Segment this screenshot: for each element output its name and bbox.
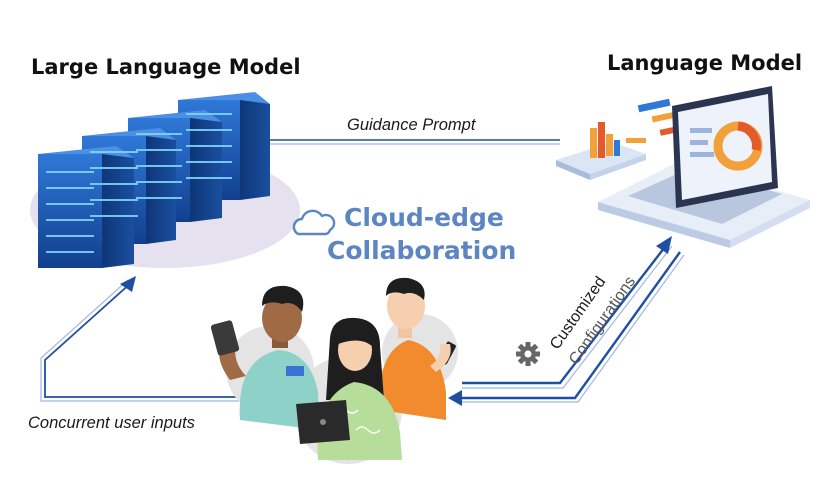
large-language-model-title: Large Language Model: [31, 55, 301, 79]
collaboration-label: Collaboration: [327, 236, 517, 265]
people-group-illustration: [210, 277, 458, 464]
laptop-icon: [598, 86, 810, 248]
guidance-prompt-arrow: [270, 139, 560, 145]
person-right: [379, 277, 456, 420]
gear-icon: [516, 342, 540, 366]
guidance-prompt-label: Guidance Prompt: [347, 116, 476, 134]
server-rack-1: [38, 146, 134, 268]
user-input-arrow: [40, 276, 245, 402]
person-center: [296, 317, 402, 460]
tablet-chart-icon: [556, 98, 679, 180]
concurrent-inputs-label: Concurrent user inputs: [28, 414, 195, 432]
language-model-title: Language Model: [607, 51, 803, 75]
cloud-icon: [292, 209, 336, 236]
cloud-edge-label: Cloud-edge: [344, 203, 504, 232]
server-rack-icon: [30, 92, 300, 268]
configuration-arrow: [448, 236, 685, 406]
